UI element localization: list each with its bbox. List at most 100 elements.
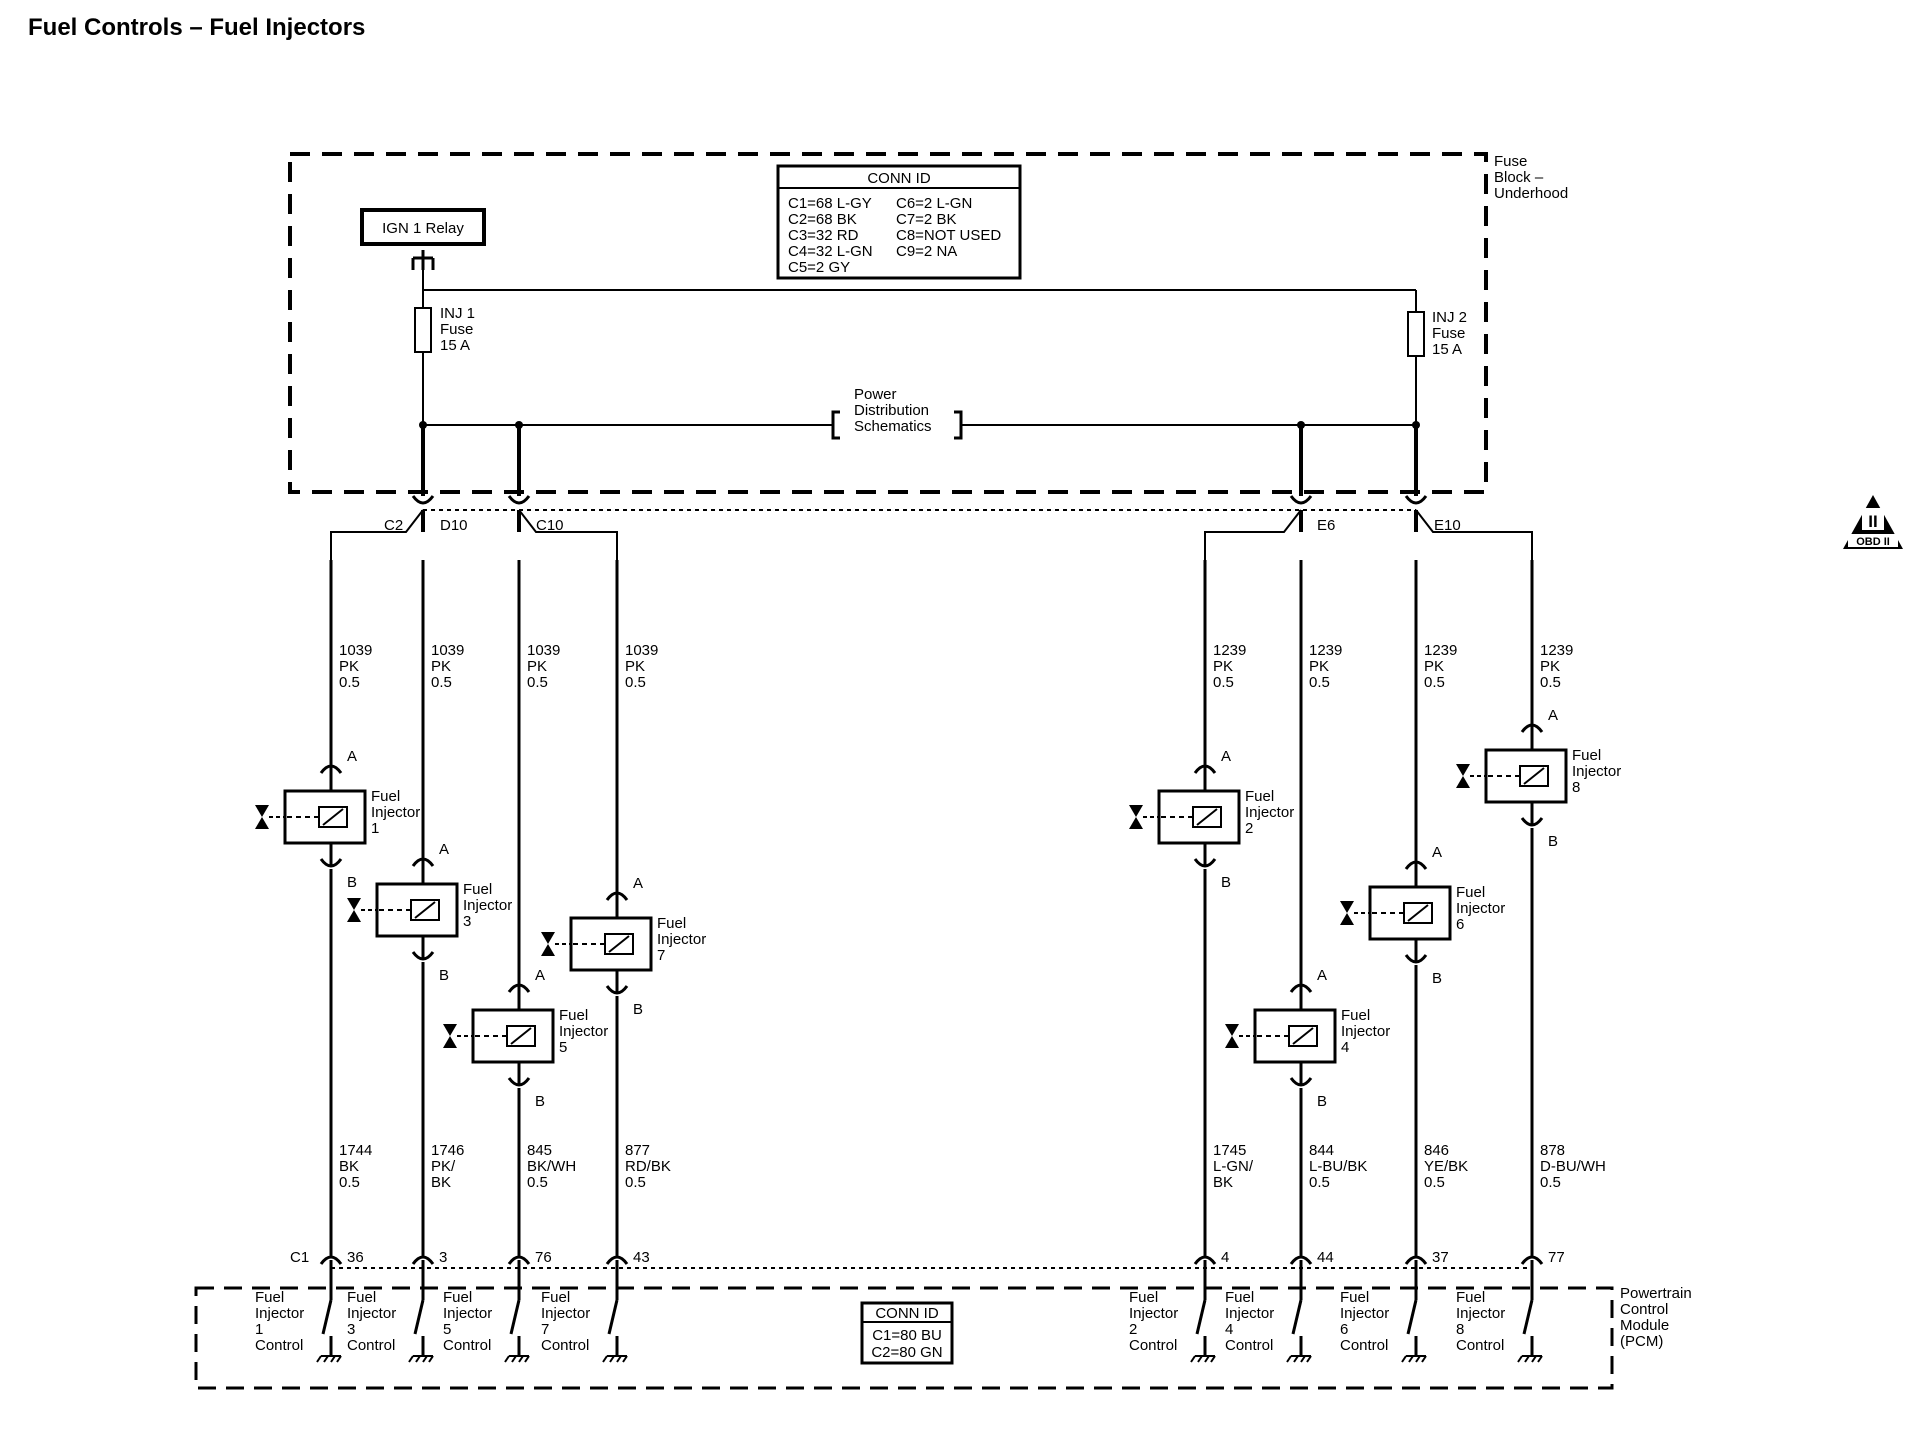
pin-b-connector (605, 985, 629, 995)
ground-icon (1517, 1355, 1543, 1363)
switch-icon (1291, 1299, 1303, 1335)
power-distribution-ref: Power Distribution Schematics (831, 386, 963, 440)
pin-b-label: B (1432, 970, 1442, 987)
valve-icon (1129, 805, 1143, 817)
pcm-pin-number: 44 (1317, 1249, 1334, 1266)
pin-a-label: A (1548, 707, 1558, 724)
svg-text:IGN 1 Relay: IGN 1 Relay (382, 220, 464, 237)
svg-text:Power Distribution: Power Distribution Schematics (854, 386, 933, 435)
switch-icon (1406, 1299, 1418, 1335)
switch-icon (413, 1299, 425, 1335)
obd-ii-badge: II OBD II (1843, 495, 1903, 549)
pin-b-connector (411, 951, 435, 961)
pin-a-label: A (1221, 748, 1231, 765)
valve-icon (1225, 1024, 1239, 1036)
pcm-pin-connector (507, 1255, 531, 1265)
pin-b-label: B (1317, 1093, 1327, 1110)
valve-icon (347, 898, 361, 910)
valve-icon (255, 805, 269, 817)
pin-b-label: B (347, 874, 357, 891)
pcm-pin-number: 43 (633, 1249, 650, 1266)
fuse-block-border (288, 152, 1488, 494)
pin-b-label: B (439, 967, 449, 984)
svg-text:INJ 2 Fuse 15 A: INJ 2 Fuse 15 A (1432, 309, 1471, 358)
pin-a-label: A (439, 841, 449, 858)
pin-a-connector (1193, 764, 1217, 774)
valve-icon (1456, 764, 1470, 776)
ground-icon (504, 1355, 530, 1363)
pin-b-label: B (1221, 874, 1231, 891)
conn-label-c2: C2 (384, 517, 403, 534)
ground-icon (1401, 1355, 1427, 1363)
pin-a-label: A (1432, 844, 1442, 861)
svg-text:INJ 1 Fuse 15 A: INJ 1 Fuse 15 A (440, 305, 479, 354)
svg-text:II: II (1868, 512, 1877, 531)
inj2-fuse: INJ 2 Fuse 15 A (1407, 309, 1471, 358)
pcm-pin-number: 77 (1548, 1249, 1565, 1266)
conn-label-e10: E10 (1434, 517, 1461, 534)
pin-b-connector (507, 1077, 531, 1087)
pin-a-connector (605, 891, 629, 901)
pin-a-connector (411, 857, 435, 867)
conn-label-e6: E6 (1317, 517, 1335, 534)
pcm-pin-number: 76 (535, 1249, 552, 1266)
svg-text:C2=80 GN: C2=80 GN (871, 1344, 942, 1361)
inj1-fuse: INJ 1 Fuse 15 A (414, 305, 479, 354)
ground-icon (1286, 1355, 1312, 1363)
pin-b-connector (1520, 817, 1544, 827)
conn-id-col2: C6=2 L-GN C7=2 BK C8=NOT USED C9=2 NA (896, 195, 1005, 260)
pcm-pin-connector (1404, 1255, 1428, 1265)
conn-label-d10: D10 (440, 517, 468, 534)
svg-text:CONN ID: CONN ID (875, 1305, 939, 1322)
pin-b-connector (1289, 1077, 1313, 1087)
pin-a-connector (1289, 983, 1313, 993)
conn-id-table: CONN ID C1=68 L-GY C2=68 BK C3=32 RD C4=… (776, 164, 1022, 280)
pin-a-connector (1404, 860, 1428, 870)
pcm-pin-number: 37 (1432, 1249, 1449, 1266)
pin-b-connector (1404, 954, 1428, 964)
pin-a-label: A (347, 748, 357, 765)
valve-icon (1340, 901, 1354, 913)
switch-icon (321, 1299, 333, 1335)
pin-b-connector (319, 858, 343, 868)
conn-label-c10: C10 (536, 517, 564, 534)
pcm-pin-number: 4 (1221, 1249, 1229, 1266)
pin-a-connector (319, 764, 343, 774)
conn-id-header: CONN ID (867, 170, 931, 187)
pcm-pin-connector (605, 1255, 629, 1265)
valve-icon (443, 1024, 457, 1036)
pcm-pin-number: 3 (439, 1249, 447, 1266)
valve-icon (541, 932, 555, 944)
